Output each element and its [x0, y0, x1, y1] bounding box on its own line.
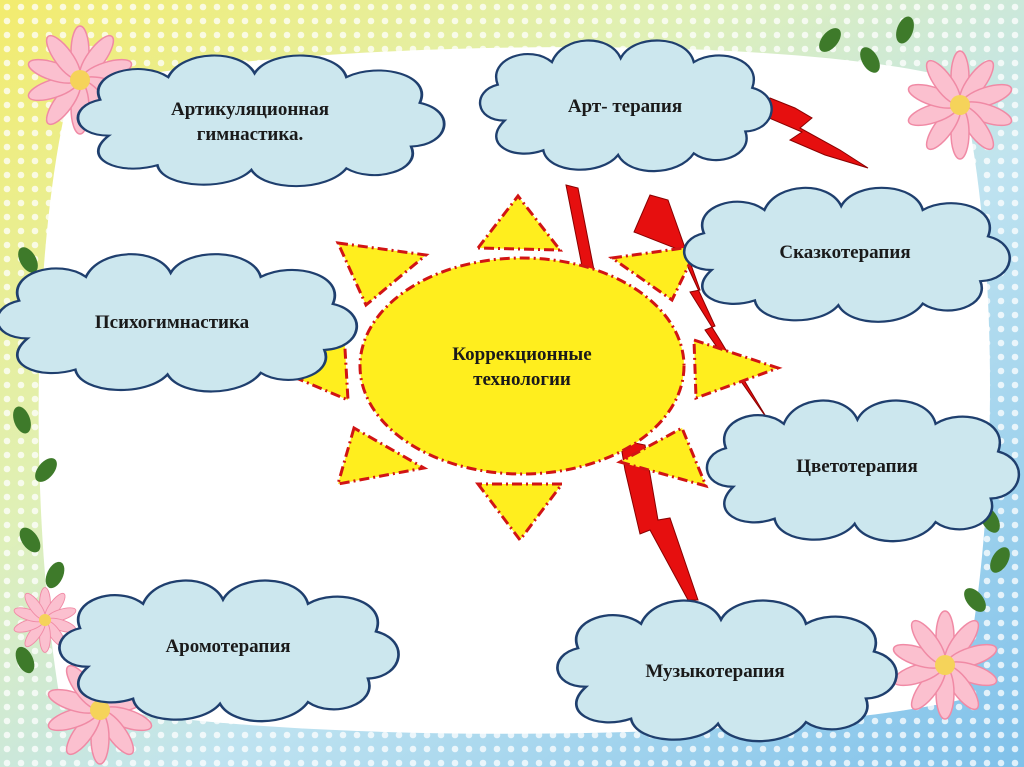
cloud-color-therapy-text: Цветотерапия — [796, 455, 918, 480]
cloud-fairytale-therapy-label: Сказкотерапия — [740, 236, 950, 270]
cloud-articulation-line2: гимнастика. — [197, 123, 304, 148]
cloud-color-therapy-label: Цветотерапия — [752, 450, 962, 484]
cloud-articulation-label: Артикуляционная гимнастика. — [130, 92, 370, 154]
cloud-aroma-therapy-label: Аромотерапия — [118, 630, 338, 664]
cloud-music-therapy-label: Музыкотерапия — [605, 655, 825, 689]
cloud-art-therapy-text: Арт- терапия — [568, 95, 682, 120]
center-title-line2: технологии — [473, 368, 571, 393]
center-title: Коррекционные технологии — [422, 330, 622, 406]
cloud-fairytale-therapy-text: Сказкотерапия — [779, 241, 910, 266]
cloud-music-therapy-text: Музыкотерапия — [645, 660, 784, 685]
cloud-psychogymnastics-text: Психогимнастика — [95, 311, 249, 336]
cloud-art-therapy-label: Арт- терапия — [530, 90, 720, 124]
center-title-line1: Коррекционные — [452, 343, 591, 368]
cloud-aroma-therapy-text: Аромотерапия — [165, 635, 290, 660]
cloud-articulation-line1: Артикуляционная — [171, 98, 329, 123]
cloud-psychogymnastics-label: Психогимнастика — [52, 306, 292, 340]
